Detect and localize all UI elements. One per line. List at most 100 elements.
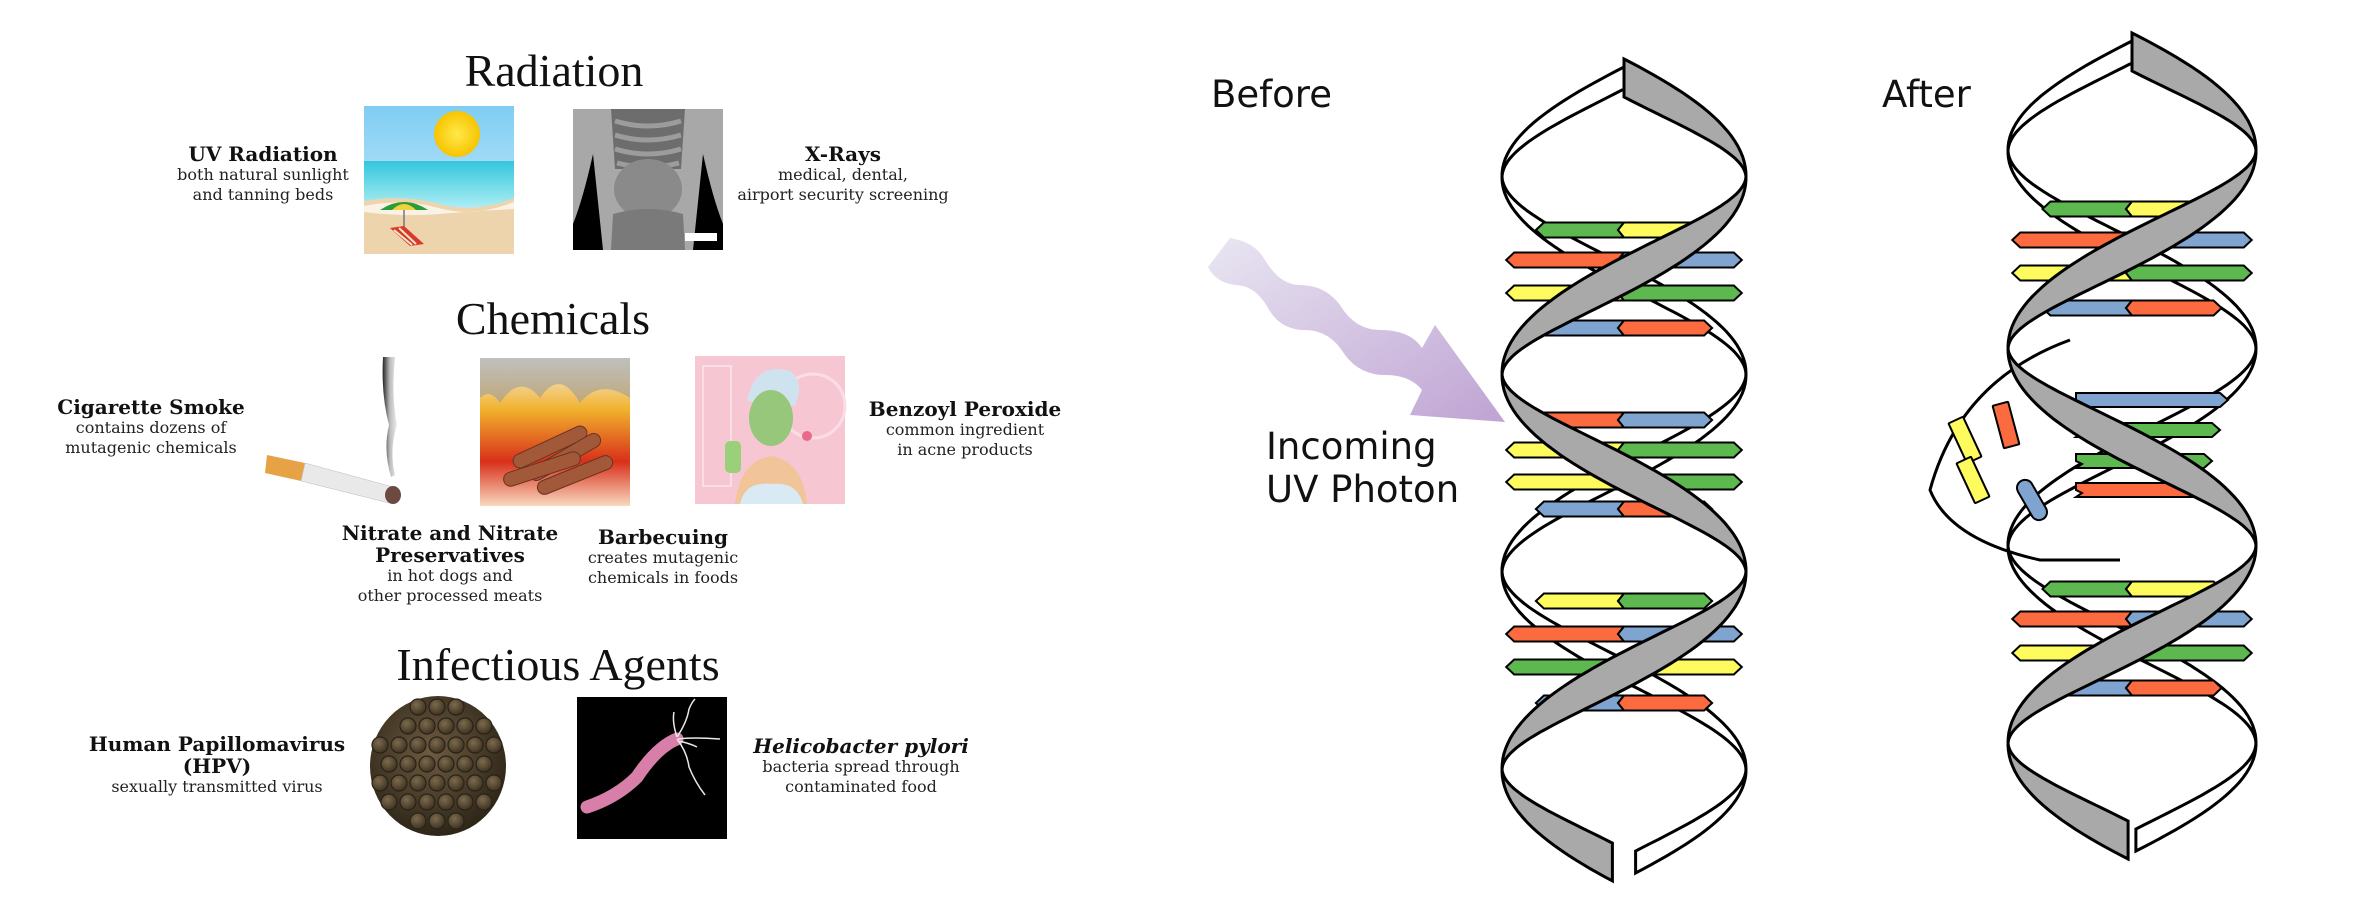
uv-photon-arrow-icon [1208, 238, 1505, 422]
benzoyl-peroxide-desc-1: common ingredient [885, 420, 1045, 439]
virus-capsomere [418, 793, 436, 811]
virus-capsomere [428, 812, 446, 830]
section-title-chemicals: Chemicals [455, 293, 651, 344]
virus-capsomere [466, 774, 484, 792]
nitrate-desc-1: in hot dogs and [387, 566, 513, 585]
base-pair-left-base [2040, 580, 2135, 598]
h-pylori-desc-2: contaminated food [785, 777, 937, 796]
base-fragment [1955, 456, 1991, 504]
x-rays-desc-1: medical, dental, [778, 165, 908, 184]
virus-capsomere [447, 774, 465, 792]
barbecuing-label: Barbecuing creates mutagenic chemicals i… [588, 526, 738, 588]
base-fragment [1947, 416, 1983, 464]
base-pair-left-base [1534, 500, 1627, 518]
virus-capsomere [380, 793, 398, 811]
virus-capsomere [409, 774, 427, 792]
virus-capsomere [380, 755, 398, 773]
uv-radiation-label: UV Radiation both natural sunlight and t… [177, 143, 349, 205]
virus-capsomere [437, 717, 455, 735]
base-pair-right-base [2124, 679, 2224, 697]
barbecuing-desc-1: creates mutagenic [587, 548, 739, 567]
benzoyl-peroxide-label: Benzoyl Peroxide common ingredient in ac… [869, 398, 1061, 460]
dna-helix-before [1500, 56, 1748, 884]
virus-capsomere [437, 755, 455, 773]
after-label: After [1882, 73, 1971, 116]
cigarette-smoke-label: Cigarette Smoke contains dozens of mutag… [57, 396, 244, 458]
broken-base-right [2072, 392, 2230, 408]
virus-capsomere [418, 755, 436, 773]
cigarette-icon [265, 357, 401, 504]
base-pair-right-base [1616, 441, 1744, 459]
base-pair-right-base [1616, 592, 1714, 610]
section-title-radiation: Radiation [464, 45, 644, 96]
virus-capsomere [428, 774, 446, 792]
base-fragment [1991, 400, 2021, 450]
x-rays-label: X-Rays medical, dental, airport security… [737, 143, 948, 205]
virus-capsomere [447, 698, 465, 716]
base-pair-right-base [1616, 319, 1714, 337]
virus-capsomere [409, 812, 427, 830]
virus-capsomere [437, 793, 455, 811]
backbone-strand-front [1500, 56, 1748, 884]
cigarette-smoke-desc-1: contains dozens of [75, 418, 227, 437]
photon-label-line-1: Incoming [1266, 425, 1437, 468]
base-pair-right-base [1616, 411, 1714, 429]
virus-capsomere [475, 755, 493, 773]
virus-capsomere [466, 736, 484, 754]
virus-capsomere [428, 698, 446, 716]
hpv-heading-2: (HPV) [182, 754, 252, 778]
virus-capsomere [371, 774, 389, 792]
virus-capsomere [371, 736, 389, 754]
uv-radiation-desc-1: both natural sunlight [177, 165, 349, 184]
virus-capsomere [418, 717, 436, 735]
h-pylori-heading: Helicobacter pylori [753, 734, 969, 758]
benzoyl-peroxide-desc-2: in acne products [897, 440, 1033, 459]
sausages-fire-icon [480, 358, 630, 506]
broken-base-left [1955, 456, 1991, 504]
section-title-infectious-agents: Infectious Agents [396, 639, 720, 690]
cigarette-smoke-heading: Cigarette Smoke [57, 395, 245, 419]
base-pair-left-base [2010, 610, 2135, 628]
virus-capsomere [456, 793, 474, 811]
virus-capsomere [447, 812, 465, 830]
bacterium-icon [577, 697, 727, 839]
virus-capsomere [475, 717, 493, 735]
base-pair-right-base [1616, 694, 1714, 712]
backbone-strand-front [2006, 30, 2258, 862]
photon-label-line-2: UV Photon [1266, 468, 1460, 511]
nitrate-heading-2: Preservatives [375, 543, 525, 567]
cigarette-smoke-desc-2: mutagenic chemicals [65, 438, 237, 457]
base-pair-left-base [2040, 200, 2135, 218]
dna-helix-after [1928, 30, 2258, 862]
base-pair-left-base [1504, 625, 1627, 643]
incoming-uv-photon-label: Incoming UV Photon [1266, 425, 1459, 511]
x-rays-heading: X-Rays [804, 142, 882, 166]
x-rays-desc-2: airport security screening [737, 185, 949, 204]
hpv-label: Human Papillomavirus (HPV) sexually tran… [89, 733, 345, 797]
h-pylori-desc-1: bacteria spread through [762, 757, 960, 776]
virus-capsomere [428, 736, 446, 754]
virus-capsomere [390, 774, 408, 792]
uv-radiation-heading: UV Radiation [188, 142, 338, 166]
virus-capsomere [399, 793, 417, 811]
benzoyl-peroxide-heading: Benzoyl Peroxide [868, 397, 1062, 421]
base-pair-right-base [2124, 264, 2254, 282]
virus-capsomere [456, 755, 474, 773]
broken-base-left [2016, 478, 2048, 522]
hpv-desc-1: sexually transmitted virus [111, 777, 323, 796]
broken-base-left [1991, 400, 2021, 450]
beach-sun-icon [364, 106, 514, 254]
virus-capsomere [399, 755, 417, 773]
virus-capsomere [409, 698, 427, 716]
nitrate-heading-1: Nitrate and Nitrate [341, 521, 559, 545]
base-pair-left-base [1534, 592, 1627, 610]
barbecuing-heading: Barbecuing [598, 525, 728, 549]
h-pylori-label: Helicobacter pylori bacteria spread thro… [753, 735, 969, 797]
virus-particle-icon [370, 696, 506, 836]
broken-base-left [1947, 416, 1983, 464]
nitrate-preservatives-label: Nitrate and Nitrate Preservatives in hot… [342, 522, 559, 606]
virus-capsomere [409, 736, 427, 754]
virus-capsomere [475, 793, 493, 811]
barbecuing-desc-2: chemicals in foods [587, 568, 739, 587]
virus-capsomere [447, 736, 465, 754]
